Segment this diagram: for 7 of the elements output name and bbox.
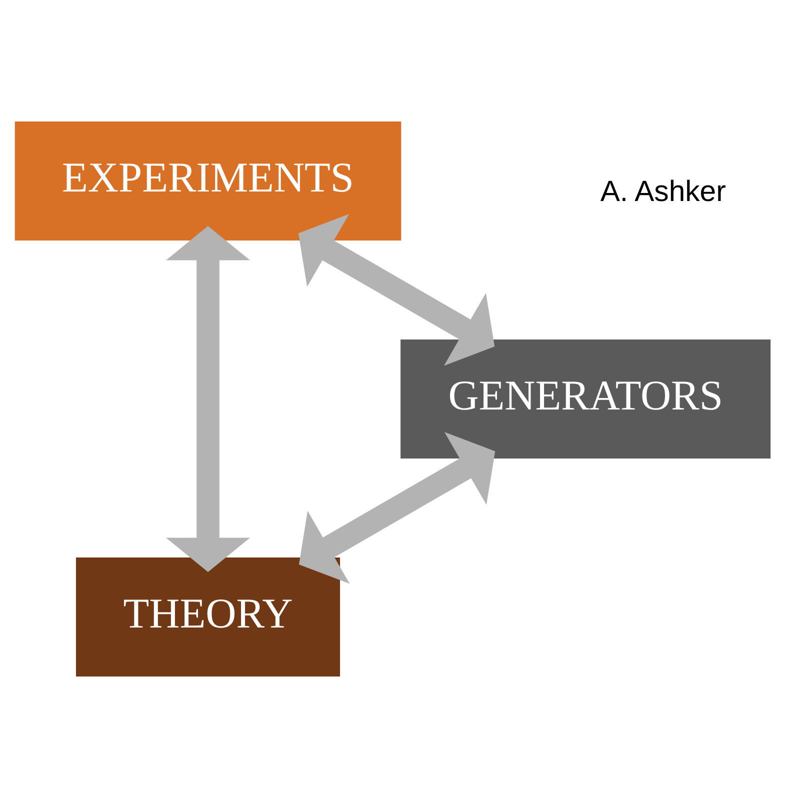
- node-box: THEORY: [76, 556, 340, 676]
- node-box: GENERATORS: [400, 339, 771, 458]
- arrow: [298, 431, 496, 584]
- arrow: [298, 214, 495, 366]
- label: A. Ashker: [600, 174, 726, 208]
- arrow: [166, 225, 250, 572]
- node-box: EXPERIMENTS: [14, 121, 402, 240]
